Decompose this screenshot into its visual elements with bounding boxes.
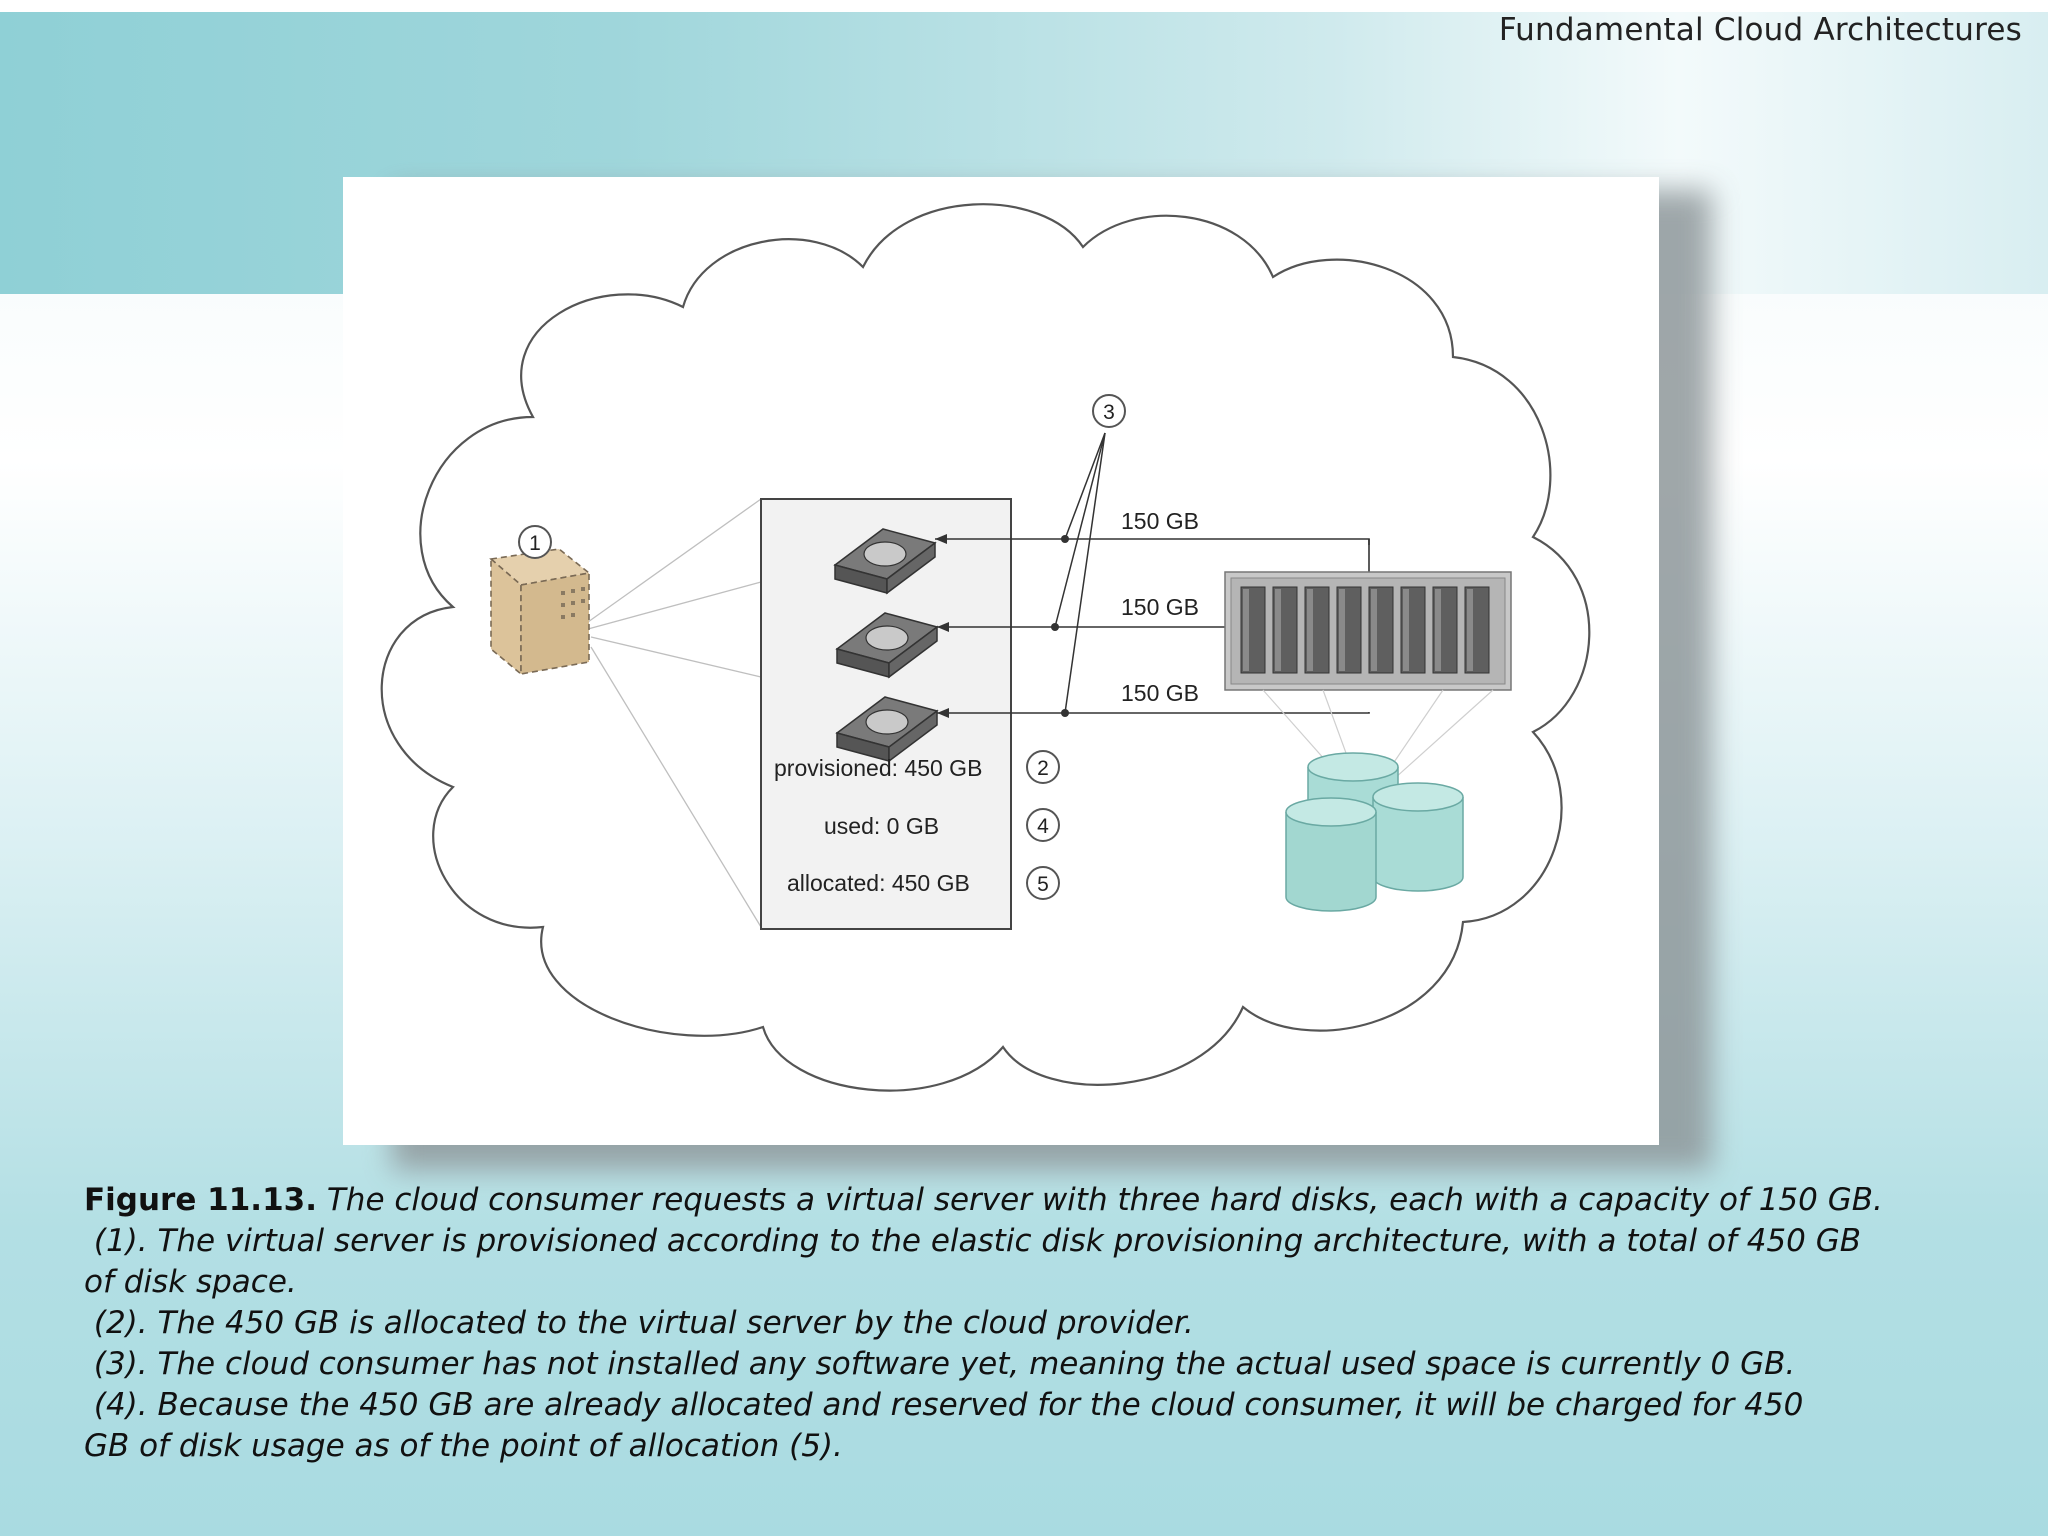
disk-2-icon [835,612,939,679]
caption-line-2: (2). The 450 GB is allocated to the virt… [84,1305,1194,1341]
marker-5: 5 [1037,873,1049,896]
allocated-value: allocated: 450 GB [787,870,970,896]
marker-3-lines [1054,432,1106,714]
caption-line-intro: Figure 11.13. The cloud consumer request… [84,1180,1960,1221]
disk-3-icon [835,696,939,763]
marker-2-circle [1026,750,1060,784]
caption-line-1a: (1). The virtual server is provisioned a… [84,1223,1862,1259]
marker-4-circle [1026,808,1060,842]
disk-2-capacity: 150 GB [1121,594,1199,620]
marker-1-circle [518,525,552,559]
elastic-disk-provisioning-diagram: 1 [380,203,1591,1092]
disk-1-icon [833,528,937,595]
marker-5-circle [1026,866,1060,900]
caption-intro: The cloud consumer requests a virtual se… [317,1182,1883,1218]
allocation-arrows [935,538,1370,714]
marker-3-circle [1092,394,1126,428]
fan-lines-server-to-panel [587,498,762,928]
marker-4: 4 [1037,815,1049,838]
marker-3: 3 [1103,401,1115,424]
top-border [0,0,2048,12]
figure-caption: Figure 11.13. The cloud consumer request… [84,1180,1960,1467]
virtual-server-icon [489,548,591,676]
caption-line-4b: GB of disk usage as of the point of allo… [84,1428,843,1464]
storage-device-icon [1224,571,1512,691]
disk-1-capacity: 150 GB [1121,508,1199,534]
figure-label: Figure 11.13. [84,1182,317,1218]
caption-line-3: (3). The cloud consumer has not installe… [84,1346,1796,1382]
marker-1: 1 [529,532,541,555]
provisioned-value: provisioned: 450 GB [774,755,982,781]
used-value: used: 0 GB [824,813,939,839]
caption-line-4a: (4). Because the 450 GB are already allo… [84,1387,1804,1423]
disk-3-capacity: 150 GB [1121,680,1199,706]
marker-2: 2 [1037,757,1049,780]
caption-line-1b: of disk space. [84,1264,297,1300]
database-cluster-icon [1285,752,1464,912]
slide-header-title: Fundamental Cloud Architectures [1498,12,2022,48]
figure-image: 1 [343,177,1659,1145]
